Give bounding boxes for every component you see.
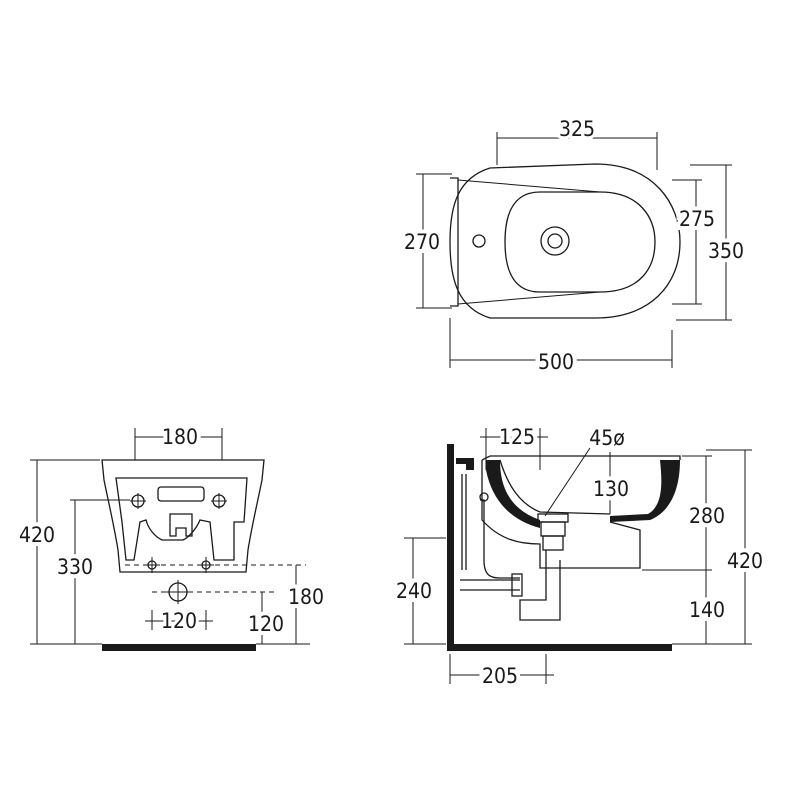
top-inner-bowl [504,191,656,293]
dim-205: 205 [449,654,554,692]
dim-180-top-label: 180 [162,425,198,449]
dim-350-label: 350 [708,239,744,263]
side-drain-assembly [460,513,569,621]
dim-205-label: 205 [482,664,518,688]
side-wall-bracket [456,458,474,470]
top-rear-flange [450,177,459,307]
side-inner-bowl [499,459,611,515]
dim-420-side: 420 [672,449,767,645]
rear-view: 180 420 330 180 120 [15,421,328,651]
dim-120-height-label: 120 [248,612,284,636]
side-floor-line [447,644,672,651]
dim-325-label: 325 [559,117,595,141]
rear-center-bracket [169,513,193,537]
side-bowl-front [610,460,680,522]
dim-330-label: 330 [57,555,93,579]
dim-125-label: 125 [499,425,535,449]
dim-275-label: 275 [679,207,715,231]
dim-500-label: 500 [538,350,574,374]
rear-fixing-hole-right [211,493,227,509]
side-supply-valve [479,492,489,502]
top-rim-line-lower [457,291,601,305]
dim-140-label: 140 [689,598,725,622]
rear-inner-panel [115,477,248,561]
drain-outer-circle [540,226,570,256]
hole-45-label: 45ø [589,426,625,450]
dim-180-right: 180 [256,565,328,645]
top-rim-line-upper [457,179,601,193]
dim-325: 325 [496,114,658,170]
top-outer-bowl [449,163,681,319]
tap-hole-circle [472,234,486,248]
dim-420-rear: 420 [15,459,102,645]
dim-280-label: 280 [689,504,725,528]
dim-240: 240 [392,537,446,645]
dim-125: 125 [480,421,548,470]
side-bowl-section [486,460,540,528]
dim-120-spacing: 120 [145,606,213,636]
dim-280: 280 [642,455,729,571]
dim-275: 275 [672,179,719,305]
dim-330: 330 [53,499,130,644]
dim-420-rear-label: 420 [19,523,55,547]
rear-waste-outlet [166,580,190,604]
dim-180-right-label: 180 [288,585,324,609]
dim-270-label: 270 [404,230,440,254]
rear-floor-line [102,644,256,651]
dim-120-spacing-label: 120 [161,609,197,633]
side-supply-pipe [480,499,520,579]
dim-140: 140 [685,570,729,644]
rear-top-slot [157,486,205,502]
dim-130-label: 130 [593,477,629,501]
dim-120-height: 120 [244,592,288,644]
side-wall [447,444,454,650]
dim-500: 500 [449,318,673,378]
dim-180-top: 180 [134,421,223,460]
dim-130: 130 [589,452,633,514]
dim-240-label: 240 [396,579,432,603]
dim-270: 270 [400,173,452,309]
dim-350: 350 [676,164,748,321]
dim-420-side-label: 420 [727,549,763,573]
rear-fixing-hole-left [130,493,146,509]
drain-inner-circle [547,233,563,249]
side-view: 125 45ø 130 280 420 140 [392,421,767,692]
rear-outer-body [101,459,265,573]
hole-45-leader [544,447,591,517]
top-view: 325 270 275 350 500 [400,114,748,378]
